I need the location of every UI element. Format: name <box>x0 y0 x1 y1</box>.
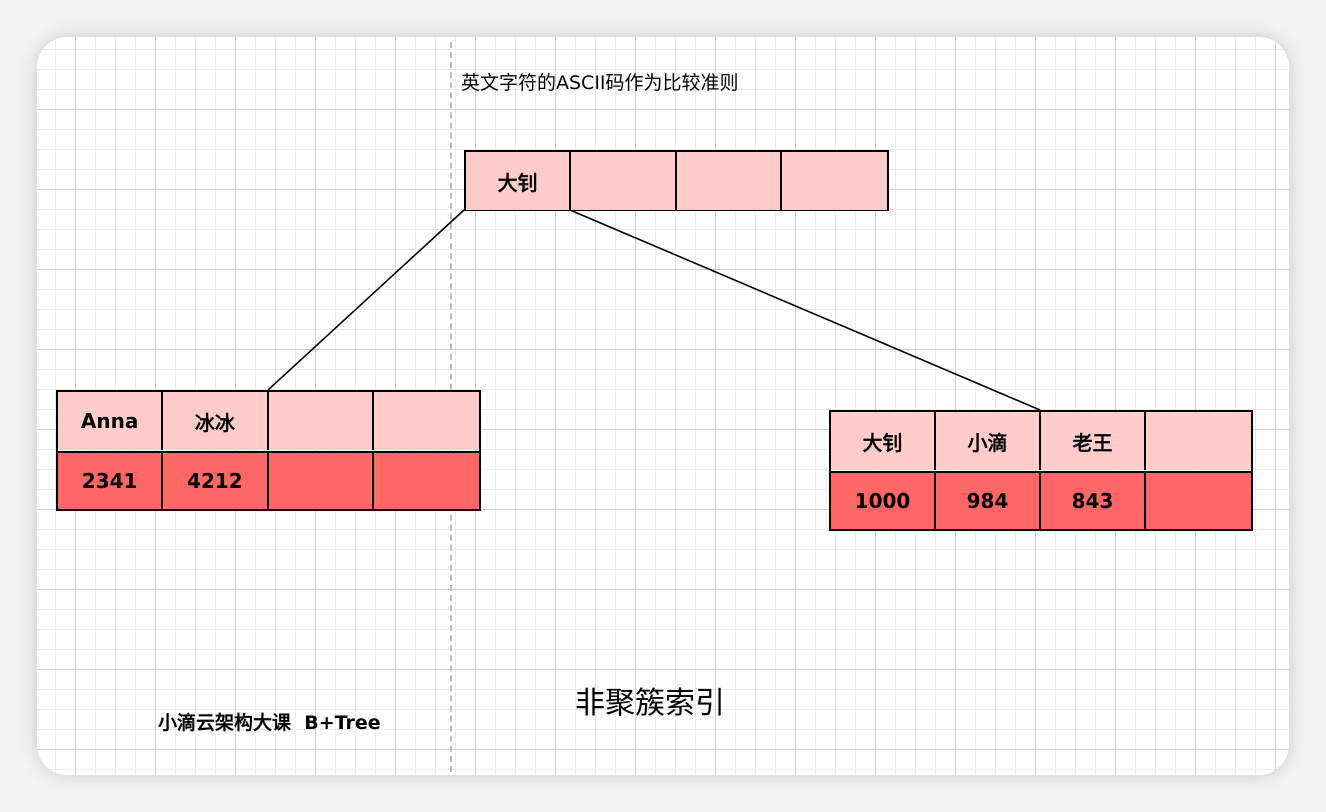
root-node: 大钊 <box>464 150 889 211</box>
left-leaf-node: Anna 冰冰 2341 4212 <box>56 390 481 511</box>
diagram-caption: 非聚簇索引 <box>575 686 725 721</box>
edge-root-to-right-leaf <box>569 209 1041 411</box>
leaf-key <box>373 392 479 450</box>
leaf-value <box>268 450 374 509</box>
footer-label: 小滴云架构大课 B+Tree <box>158 712 381 734</box>
leaf-key: 老王 <box>1041 412 1146 470</box>
root-key: 大钊 <box>466 152 572 210</box>
leaf-value <box>1146 470 1251 529</box>
leaf-value: 4212 <box>163 450 269 509</box>
leaf-value: 984 <box>936 470 1041 529</box>
leaf-key: 大钊 <box>831 412 936 470</box>
leaf-value: 1000 <box>831 470 936 529</box>
leaf-value: 2341 <box>58 450 164 509</box>
leaf-key <box>268 392 374 450</box>
leaf-key: 小滴 <box>936 412 1041 470</box>
right-leaf-node: 大钊 小滴 老王 1000 984 843 <box>829 410 1253 531</box>
leaf-value <box>373 450 479 509</box>
root-key <box>571 152 677 210</box>
root-key <box>781 152 887 210</box>
leaf-key: 冰冰 <box>163 392 269 450</box>
leaf-value: 843 <box>1041 470 1146 529</box>
tree-edges <box>267 209 1041 411</box>
header-note: 英文字符的ASCII码作为比较准则 <box>461 72 739 94</box>
leaf-key: Anna <box>58 392 164 450</box>
edge-root-to-left-leaf <box>267 209 465 391</box>
leaf-key <box>1146 412 1251 470</box>
root-key <box>676 152 782 210</box>
diagram-canvas: 英文字符的ASCII码作为比较准则 大钊 Anna 冰冰 2341 4212 大… <box>37 37 1289 775</box>
